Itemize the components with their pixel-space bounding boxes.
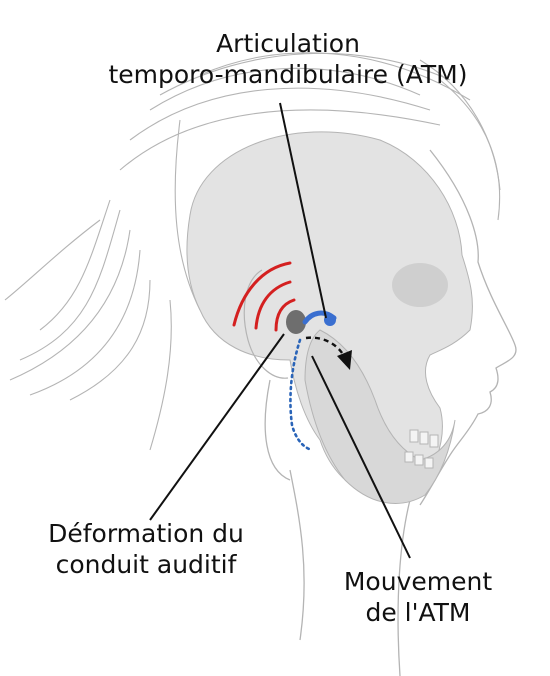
label-atm-line1: Articulation (216, 29, 360, 58)
leader-line-mouvement (311, 355, 411, 559)
tmj-joint (302, 310, 337, 326)
teeth (404, 429, 439, 469)
label-atm: Articulation temporo-mandibulaire (ATM) (68, 28, 508, 90)
label-mouvement: Mouvement de l'ATM (318, 566, 518, 628)
movement-arrow (305, 336, 352, 370)
ear-canal (286, 310, 306, 334)
sound-waves (232, 261, 296, 332)
leader-line-deformation (149, 333, 285, 521)
label-mouvement-line1: Mouvement (343, 567, 493, 596)
hair-sketch (4, 52, 501, 451)
jaw-path-dotted (289, 338, 314, 452)
sound-wave-outer (232, 261, 292, 327)
label-deformation-line2: conduit auditif (55, 550, 237, 579)
label-deformation: Déformation du conduit auditif (6, 518, 286, 580)
sound-wave-middle (254, 280, 292, 330)
label-mouvement-line2: de l'ATM (365, 598, 471, 627)
ear-sketch (243, 269, 289, 379)
profile-sketch (264, 149, 517, 676)
label-atm-line2: temporo-mandibulaire (ATM) (108, 60, 468, 89)
label-deformation-line1: Déformation du (48, 519, 244, 548)
leader-line-atm (279, 102, 327, 319)
eye-socket (392, 263, 448, 307)
sound-wave-inner (274, 298, 296, 332)
